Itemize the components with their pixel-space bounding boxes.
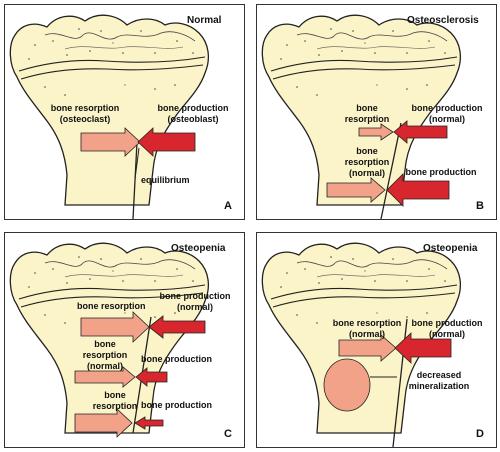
panel-letter: B bbox=[476, 200, 484, 212]
resorption-label-2a: bone bbox=[94, 339, 116, 349]
production-sublabel-top: (normal) bbox=[429, 114, 465, 124]
resorption-label-1: bone resorption bbox=[77, 301, 146, 311]
equilibrium-label: equilibrium bbox=[141, 175, 190, 185]
resorption-label-bottom-1: bone bbox=[356, 146, 378, 156]
resorption-label-bottom-2: resorption bbox=[344, 157, 390, 167]
resorption-label-top-2: resorption bbox=[344, 114, 390, 124]
production-arrow-bottom bbox=[386, 173, 450, 207]
production-arrow-top bbox=[393, 120, 448, 144]
cortex-line bbox=[132, 141, 138, 219]
resorption-arrow-bottom bbox=[326, 177, 386, 203]
resorption-label-2b: resorption bbox=[82, 350, 128, 360]
panel-d-drawing bbox=[261, 242, 462, 447]
resorption-arrow-2 bbox=[74, 366, 136, 388]
panel-d: Osteopenia bone resorption (normal) bone… bbox=[256, 232, 497, 448]
panel-c: Osteopenia bone resorption bone producti… bbox=[4, 232, 245, 448]
production-arrow bbox=[394, 332, 452, 364]
panel-title: Osteopenia bbox=[171, 243, 226, 254]
panel-letter: A bbox=[224, 200, 232, 212]
mineralization-label-1: decreased bbox=[416, 370, 462, 380]
mineralization-circle bbox=[323, 358, 371, 412]
production-label-1: bone production bbox=[159, 291, 231, 301]
resorption-arrow bbox=[80, 127, 141, 157]
resorption-label-3a: bone bbox=[104, 390, 126, 400]
cortex-line bbox=[380, 122, 402, 219]
panel-a-drawing bbox=[9, 14, 210, 219]
production-label: bone production bbox=[157, 103, 229, 113]
resorption-label-2c: (normal) bbox=[87, 361, 123, 371]
mineralization-label-2: mineralization bbox=[408, 381, 470, 391]
resorption-arrow bbox=[338, 334, 397, 362]
panel-title: Normal bbox=[187, 15, 222, 26]
resorption-label-top-1: bone bbox=[356, 103, 378, 113]
production-label-3: bone production bbox=[141, 400, 212, 410]
production-label: bone production bbox=[411, 318, 483, 328]
panel-letter: C bbox=[224, 428, 232, 440]
panel-a: Normal bone resorption (osteoclast) bone… bbox=[4, 4, 245, 220]
panel-title: Osteosclerosis bbox=[407, 15, 479, 26]
production-arrow bbox=[137, 127, 196, 157]
resorption-label: bone resorption bbox=[50, 103, 120, 113]
production-sublabel-1: (normal) bbox=[177, 302, 213, 312]
resorption-arrow-top bbox=[358, 123, 394, 141]
resorption-label-bottom-3: (normal) bbox=[349, 168, 385, 178]
panel-b: Osteosclerosis bone resorption bone prod… bbox=[256, 4, 497, 220]
panel-b-drawing bbox=[261, 14, 462, 219]
panel-title: Osteopenia bbox=[423, 243, 478, 254]
production-label-top: bone production bbox=[411, 103, 483, 113]
panel-c-drawing bbox=[9, 242, 210, 438]
resorption-arrow-3 bbox=[74, 408, 133, 438]
production-label-2: bone production bbox=[141, 354, 212, 364]
resorption-sublabel: (osteoclast) bbox=[59, 114, 111, 124]
panel-letter: D bbox=[476, 428, 484, 440]
production-sublabel: (osteoblast) bbox=[167, 114, 219, 124]
resorption-arrow-1 bbox=[80, 311, 150, 343]
resorption-label: bone resorption bbox=[332, 318, 402, 328]
resorption-label-3b: resorption bbox=[92, 401, 138, 411]
production-sublabel: (normal) bbox=[429, 329, 465, 339]
production-label-bottom: bone production bbox=[405, 167, 477, 177]
production-arrow-1 bbox=[148, 315, 206, 339]
resorption-sublabel: (normal) bbox=[349, 329, 385, 339]
equilibrium-pointer bbox=[134, 147, 140, 180]
production-arrow-2 bbox=[135, 367, 168, 387]
production-arrow-3 bbox=[134, 416, 164, 430]
